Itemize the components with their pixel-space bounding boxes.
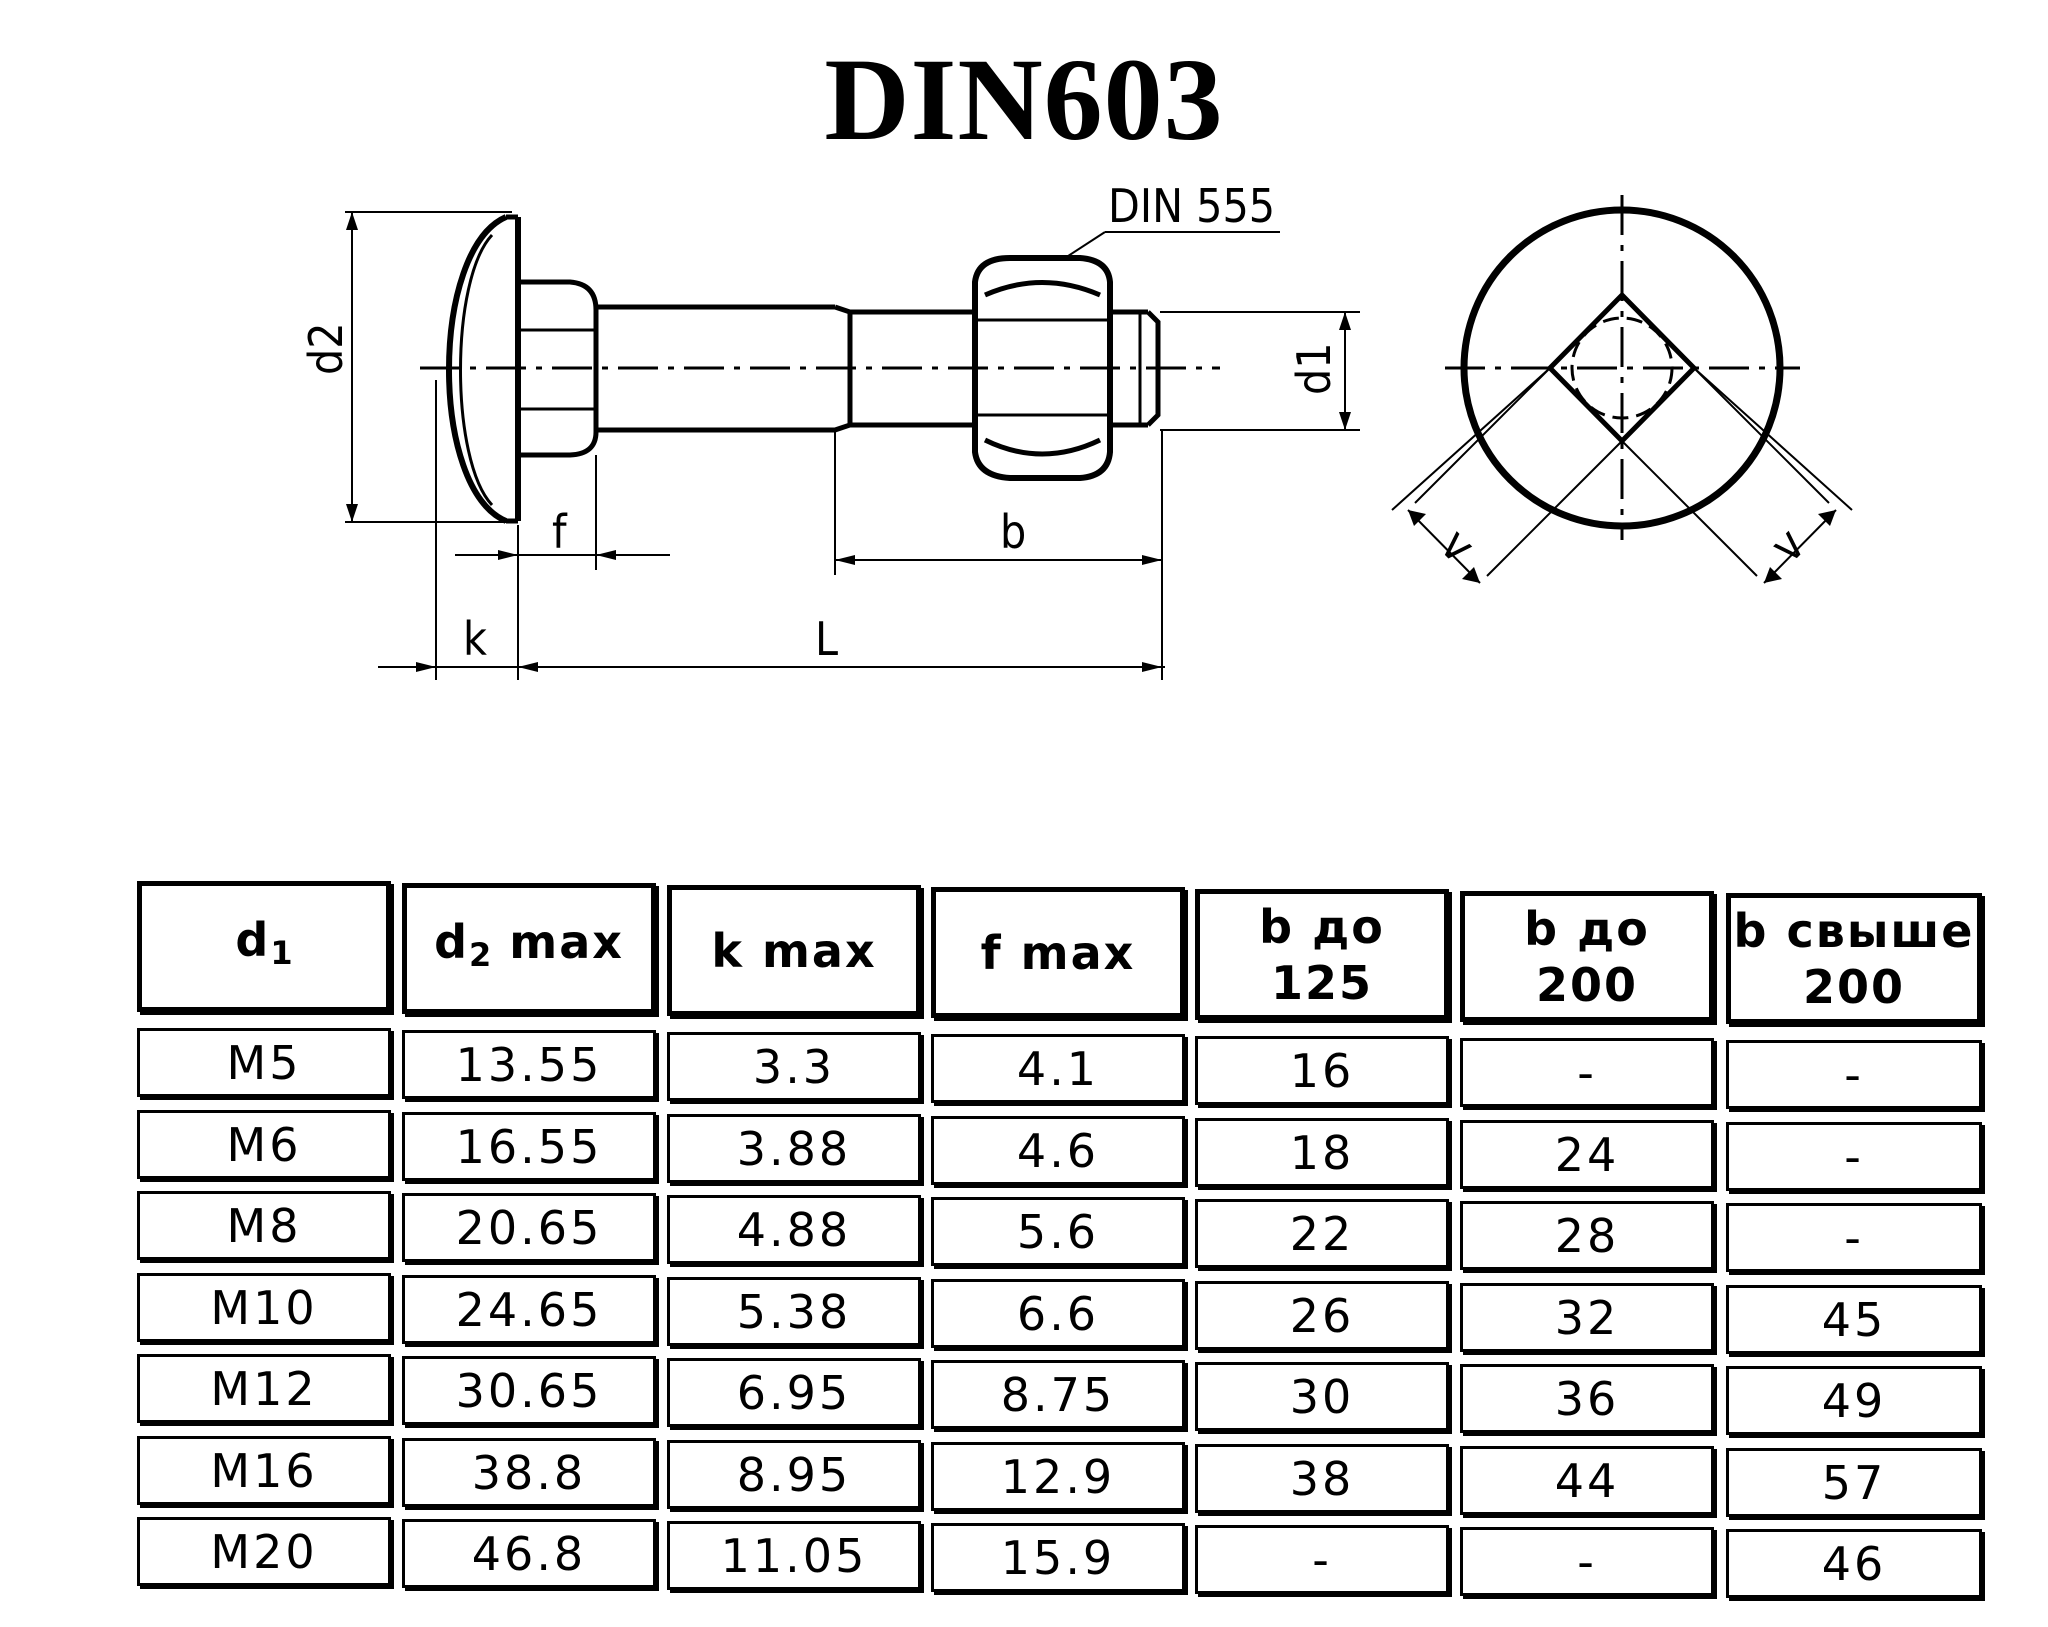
header-k-max: k max xyxy=(667,885,921,1016)
cell-b-upto-125: - xyxy=(1195,1525,1449,1594)
d2-label: d2 xyxy=(299,322,353,375)
cell-d2-max: 13.55 xyxy=(402,1030,656,1099)
cell-b-upto-200: 28 xyxy=(1460,1201,1714,1270)
header-b-upto-200: b до 200 xyxy=(1460,891,1714,1022)
cell-b-upto-200: 32 xyxy=(1460,1283,1714,1352)
cell-b-over-200: - xyxy=(1726,1122,1982,1191)
cell-d1: M8 xyxy=(137,1191,391,1260)
cell-b-upto-200: - xyxy=(1460,1038,1714,1107)
cell-f-max: 4.1 xyxy=(931,1034,1185,1103)
cell-b-over-200: 49 xyxy=(1726,1366,1982,1435)
cell-d1: M10 xyxy=(137,1273,391,1342)
d1-label: d1 xyxy=(1287,342,1341,395)
cell-d1: M16 xyxy=(137,1436,391,1505)
cell-b-over-200: 45 xyxy=(1726,1285,1982,1354)
L-label: L xyxy=(815,612,838,666)
cell-b-upto-125: 18 xyxy=(1195,1118,1449,1187)
cell-d2-max: 20.65 xyxy=(402,1193,656,1262)
cell-b-upto-125: 38 xyxy=(1195,1444,1449,1513)
cell-k-max: 4.88 xyxy=(667,1195,921,1264)
header-b-over-200: b свыше 200 xyxy=(1726,893,1982,1024)
cell-b-upto-200: 36 xyxy=(1460,1364,1714,1433)
cell-d1: M5 xyxy=(137,1028,391,1097)
cell-d1: M12 xyxy=(137,1354,391,1423)
v-right-label: v xyxy=(1760,517,1815,572)
cell-d2-max: 24.65 xyxy=(402,1275,656,1344)
cell-b-upto-200: 24 xyxy=(1460,1120,1714,1189)
header-f-max: f max xyxy=(931,887,1185,1018)
cell-d1: M20 xyxy=(137,1517,391,1586)
cell-b-over-200: 57 xyxy=(1726,1448,1982,1517)
cell-f-max: 5.6 xyxy=(931,1197,1185,1266)
cell-d2-max: 46.8 xyxy=(402,1519,656,1588)
cell-b-upto-125: 22 xyxy=(1195,1199,1449,1268)
cell-b-upto-200: - xyxy=(1460,1527,1714,1596)
din555-label: DIN 555 xyxy=(1108,179,1275,233)
cell-d1: M6 xyxy=(137,1110,391,1179)
cell-f-max: 15.9 xyxy=(931,1523,1185,1592)
f-label: f xyxy=(552,505,568,559)
cell-b-upto-125: 30 xyxy=(1195,1362,1449,1431)
cell-k-max: 3.88 xyxy=(667,1114,921,1183)
cell-b-over-200: - xyxy=(1726,1040,1982,1109)
cell-f-max: 6.6 xyxy=(931,1279,1185,1348)
cell-f-max: 8.75 xyxy=(931,1360,1185,1429)
cell-b-upto-200: 44 xyxy=(1460,1446,1714,1515)
header-b-upto-125: b до 125 xyxy=(1195,889,1449,1020)
cell-k-max: 3.3 xyxy=(667,1032,921,1101)
bolt-drawing: DIN 555 d2 d1 f b k L v v xyxy=(299,179,1853,680)
cell-k-max: 11.05 xyxy=(667,1521,921,1590)
cell-d2-max: 38.8 xyxy=(402,1438,656,1507)
cell-b-over-200: - xyxy=(1726,1203,1982,1272)
k-label: k xyxy=(463,612,487,666)
cell-k-max: 8.95 xyxy=(667,1440,921,1509)
header-d2-max: d2 max xyxy=(402,883,656,1014)
v-left-label: v xyxy=(1430,518,1485,573)
cell-k-max: 6.95 xyxy=(667,1358,921,1427)
cell-f-max: 12.9 xyxy=(931,1442,1185,1511)
cell-d2-max: 16.55 xyxy=(402,1112,656,1181)
page-title: DIN603 xyxy=(824,34,1224,165)
header-d1: d1 xyxy=(137,881,391,1012)
cell-b-upto-125: 16 xyxy=(1195,1036,1449,1105)
b-label: b xyxy=(1000,505,1026,559)
cell-d2-max: 30.65 xyxy=(402,1356,656,1425)
cell-b-over-200: 46 xyxy=(1726,1529,1982,1598)
cell-f-max: 4.6 xyxy=(931,1116,1185,1185)
cell-k-max: 5.38 xyxy=(667,1277,921,1346)
cell-b-upto-125: 26 xyxy=(1195,1281,1449,1350)
